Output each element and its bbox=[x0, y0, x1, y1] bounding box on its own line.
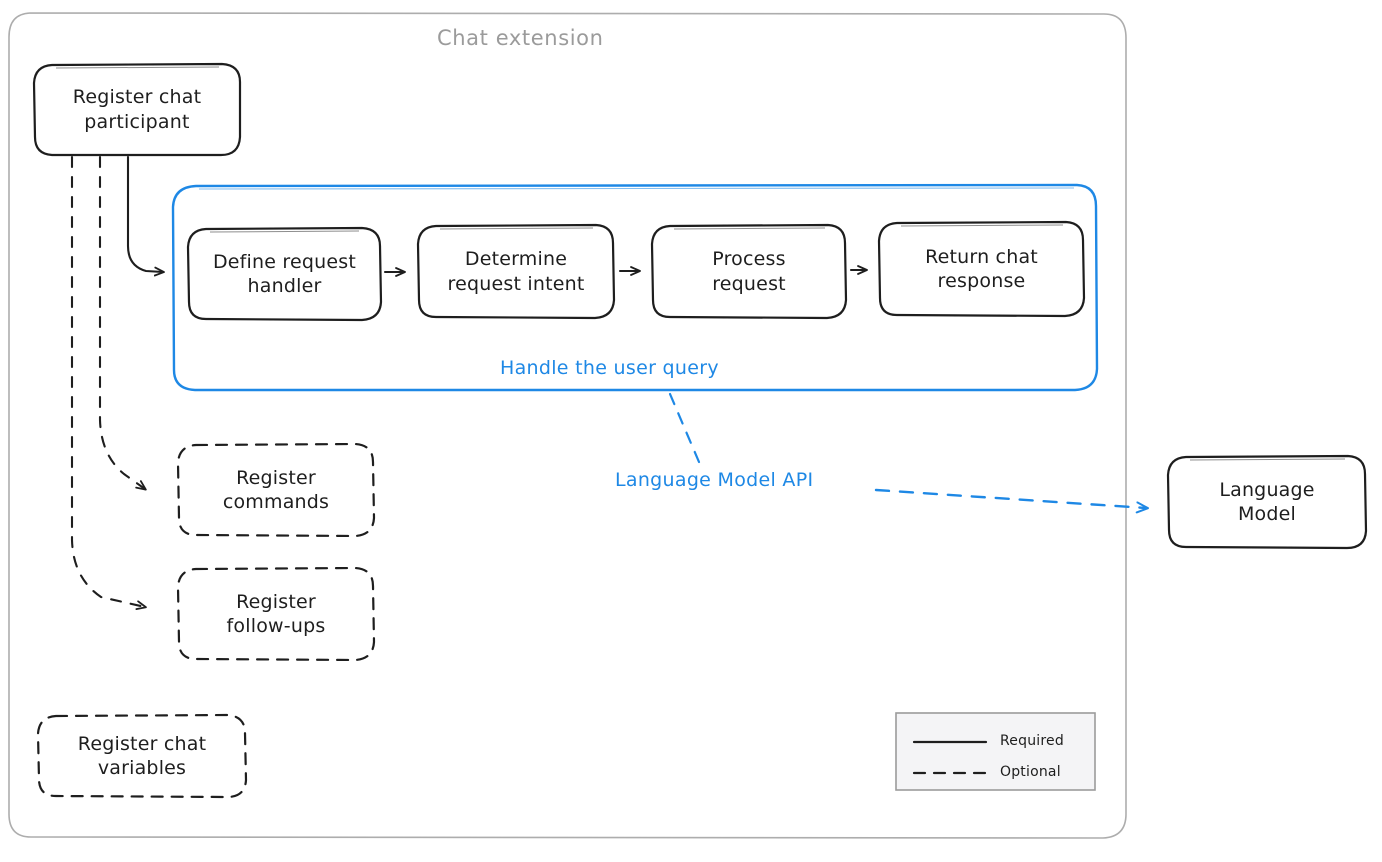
edge-participant-to-register-commands bbox=[98, 155, 147, 491]
edge-api-to-language-model bbox=[874, 488, 1149, 514]
node-register-chat-participant[interactable] bbox=[32, 62, 242, 157]
node-register-commands[interactable] bbox=[176, 442, 376, 538]
legend-item-optional-label: Optional bbox=[1000, 764, 1061, 780]
legend-box bbox=[895, 712, 1096, 791]
node-register-chat-variables[interactable] bbox=[36, 713, 248, 799]
chat-extension-title: Chat extension bbox=[437, 26, 604, 50]
node-register-follow-ups[interactable] bbox=[176, 566, 376, 662]
edge-participant-to-register-follow-ups bbox=[70, 155, 147, 611]
handle-user-query-group-label: Handle the user query bbox=[500, 357, 719, 379]
node-language-model[interactable] bbox=[1166, 454, 1368, 550]
legend-item-required-label: Required bbox=[1000, 733, 1064, 749]
edge-participant-to-handler bbox=[126, 155, 165, 277]
node-determine-request-intent[interactable] bbox=[416, 223, 616, 320]
edge-group-to-api-label bbox=[668, 392, 701, 464]
language-model-api-edge-label: Language Model API bbox=[615, 469, 814, 491]
handle-user-query-group bbox=[171, 183, 1099, 392]
chat-extension-container bbox=[8, 12, 1127, 839]
node-process-request[interactable] bbox=[650, 223, 848, 320]
node-return-chat-response[interactable] bbox=[877, 220, 1086, 318]
node-define-request-handler[interactable] bbox=[186, 226, 383, 322]
